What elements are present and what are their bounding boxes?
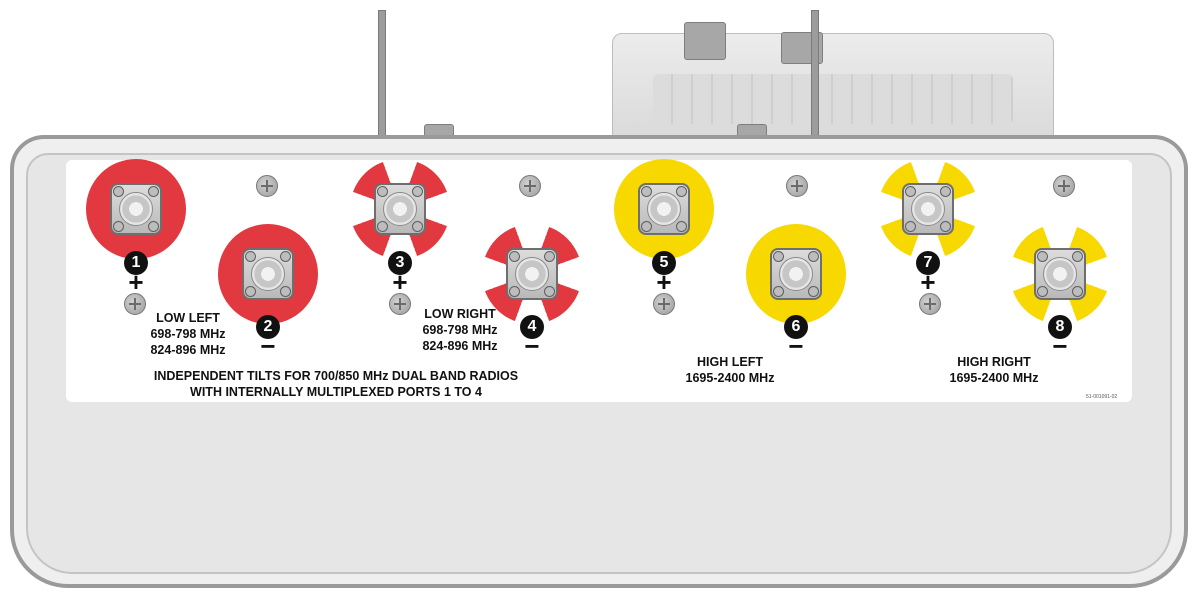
port-1[interactable] — [86, 159, 186, 259]
tilt-sign: + — [920, 267, 936, 297]
screw-icon — [519, 175, 541, 197]
port-2[interactable] — [218, 224, 318, 324]
port-number: 4 — [520, 315, 544, 339]
label-line: LOW RIGHT — [424, 307, 496, 321]
label-line: INDEPENDENT TILTS FOR 700/850 MHz DUAL B… — [153, 369, 519, 383]
connector-icon — [506, 248, 558, 300]
screw-icon — [919, 293, 941, 315]
connector-icon — [638, 183, 690, 235]
label-line: 1695-2400 MHz — [949, 371, 1039, 385]
label-line: 698-798 MHz — [150, 327, 226, 341]
port-number: 1 — [124, 251, 148, 275]
port-number: 3 — [388, 251, 412, 275]
connector-icon — [110, 183, 162, 235]
label-line: WITH INTERNALLY MULTIPLEXED PORTS 1 TO 4 — [190, 385, 482, 399]
port-number: 6 — [784, 315, 808, 339]
label-high-right: HIGH RIGHT 1695-2400 MHz — [924, 354, 1064, 386]
label-line: HIGH RIGHT — [957, 355, 1031, 369]
part-number: 51-001091-02 — [1086, 394, 1118, 400]
port-number: 5 — [652, 251, 676, 275]
cooling-fins — [653, 74, 1013, 124]
connector-icon — [1034, 248, 1086, 300]
port-number: 8 — [1048, 315, 1072, 339]
label-low-left: LOW LEFT 698-798 MHz 824-896 MHz — [118, 310, 258, 358]
connector-icon — [374, 183, 426, 235]
tilt-sign: + — [392, 267, 408, 297]
bracket-icon — [378, 10, 386, 144]
screw-icon — [653, 293, 675, 315]
screw-icon — [786, 175, 808, 197]
port-number: 2 — [256, 315, 280, 339]
screw-icon — [256, 175, 278, 197]
label-line: HIGH LEFT — [697, 355, 763, 369]
connector-icon — [242, 248, 294, 300]
tilt-sign: − — [260, 331, 276, 361]
bracket-icon — [811, 10, 819, 144]
port-7[interactable] — [878, 159, 978, 259]
label-high-left: HIGH LEFT 1695-2400 MHz — [660, 354, 800, 386]
label-low-right: LOW RIGHT 698-798 MHz 824-896 MHz — [390, 306, 530, 354]
radome-top-box — [612, 33, 1054, 145]
tilt-sign: − — [524, 331, 540, 361]
label-line: 698-798 MHz — [422, 323, 498, 337]
tilt-sign: + — [656, 267, 672, 297]
label-line: 824-896 MHz — [150, 343, 226, 357]
port-number: 7 — [916, 251, 940, 275]
port-5[interactable] — [614, 159, 714, 259]
screw-icon — [124, 293, 146, 315]
port-4[interactable] — [482, 224, 582, 324]
label-line: LOW LEFT — [156, 311, 220, 325]
tilt-sign: + — [128, 267, 144, 297]
label-line: 824-896 MHz — [422, 339, 498, 353]
connector-icon — [770, 248, 822, 300]
mounting-stud-icon — [684, 22, 726, 60]
port-6[interactable] — [746, 224, 846, 324]
label-line: 1695-2400 MHz — [685, 371, 775, 385]
port-8[interactable] — [1010, 224, 1110, 324]
tilt-sign: − — [788, 331, 804, 361]
port-3[interactable] — [350, 159, 450, 259]
screw-icon — [389, 293, 411, 315]
connector-icon — [902, 183, 954, 235]
label-footnote: INDEPENDENT TILTS FOR 700/850 MHz DUAL B… — [126, 368, 546, 400]
tilt-sign: − — [1052, 331, 1068, 361]
screw-icon — [1053, 175, 1075, 197]
